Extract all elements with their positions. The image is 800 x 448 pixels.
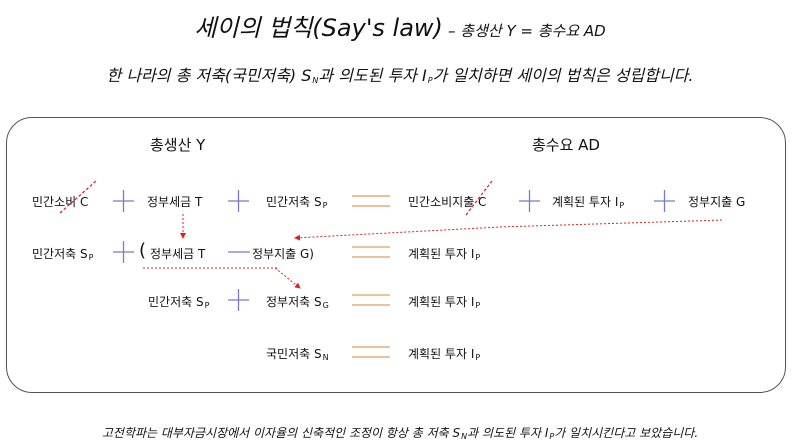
r3-private-saving: 민간저축 SP <box>148 295 210 310</box>
arrow-gov-spending-back <box>294 219 723 241</box>
r1-planned-investment: 계획된 투자 IP <box>552 195 625 210</box>
r2-planned-investment: 계획된 투자 IP <box>408 247 481 262</box>
subtitle-sub-p: P <box>427 76 433 85</box>
plus-sign-r1-a <box>113 190 134 212</box>
footer-suffix: 가 일치시킨다고 보았습니다. <box>554 426 699 440</box>
equals-sign-r4 <box>352 346 390 358</box>
subtitle-middle: 과 의도된 투자 I <box>318 66 427 85</box>
plus-sign-r3 <box>228 289 249 311</box>
r1-private-saving: 민간저축 SP <box>266 195 328 210</box>
title-main: 세이의 법칙(Say's law) <box>194 14 443 42</box>
r2-government-tax: 정부세금 T <box>150 247 206 261</box>
subtitle: 한 나라의 총 저축(국민저축) SN과 의도된 투자 IP가 일치하면 세이의… <box>0 62 800 86</box>
r3-government-saving: 정부저축 SG <box>266 295 329 310</box>
footer-prefix: 고전학파는 대부자금시장에서 이자율의 신축적인 조정이 항상 총 저축 S <box>101 426 461 440</box>
cancel-strike-right <box>465 180 493 216</box>
r2-government-spending: 정부지출 G) <box>252 247 314 261</box>
equals-sign-r3 <box>352 294 390 306</box>
r4-national-saving: 국민저축 SN <box>266 347 329 362</box>
footer-sub-n: N <box>461 432 468 441</box>
header-total-demand: 총수요 AD <box>532 136 600 154</box>
r2-open-paren: ( <box>139 240 147 261</box>
subtitle-suffix: 가 일치하면 세이의 법칙은 성립합니다. <box>432 66 694 85</box>
page-title: 세이의 법칙(Say's law) – 총생산 Y = 총수요 AD <box>0 8 800 43</box>
subtitle-prefix: 한 나라의 총 저축(국민저축) S <box>106 66 312 85</box>
r2-private-saving: 민간저축 SP <box>32 247 94 262</box>
cancel-strike-left <box>59 180 97 214</box>
plus-sign-r1-b <box>228 190 249 212</box>
plus-sign-r2 <box>113 241 134 263</box>
title-sub: – 총생산 Y = 총수요 AD <box>448 22 606 40</box>
header-total-output: 총생산 Y <box>150 136 206 154</box>
footer-note: 고전학파는 대부자금시장에서 이자율의 신축적인 조정이 항상 총 저축 SN과… <box>0 424 800 441</box>
r1-government-tax: 정부세금 T <box>147 195 203 209</box>
plus-sign-r1-d <box>654 190 675 212</box>
r4-planned-investment: 계획된 투자 IP <box>408 347 481 362</box>
r1-private-consumption: 민간소비 C <box>32 195 89 209</box>
equals-sign-r2 <box>352 246 390 258</box>
subtitle-sub-n: N <box>312 76 319 85</box>
r1-government-spending: 정부지출 G <box>688 195 746 209</box>
r3-planned-investment: 계획된 투자 IP <box>408 295 481 310</box>
plus-sign-r1-c <box>519 190 540 212</box>
equation-box <box>6 117 786 393</box>
equals-sign-r1 <box>352 195 390 207</box>
footer-sub-p: P <box>549 432 555 441</box>
arrow-gov-saving-down <box>274 267 301 289</box>
footer-middle: 과 의도된 투자 I <box>467 426 549 440</box>
r1-private-consumption-expenditure: 민간소비지출 C <box>408 195 487 209</box>
